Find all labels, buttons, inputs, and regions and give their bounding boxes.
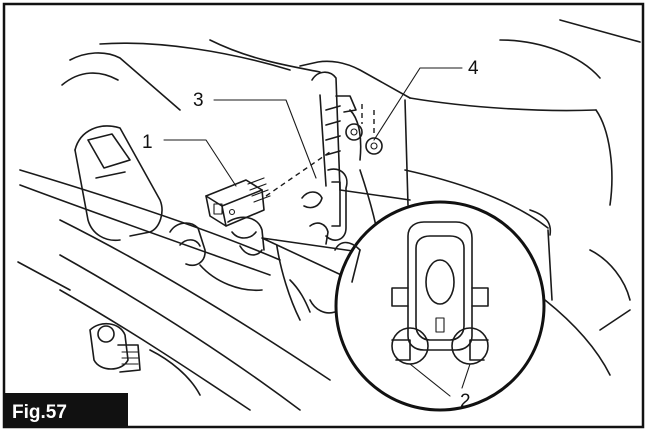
callout-2: 2 — [460, 391, 471, 412]
magnified-detail — [334, 200, 546, 412]
screw-holes — [345, 104, 383, 155]
center-mount — [169, 216, 336, 321]
left-panel — [74, 125, 163, 242]
vehicle-body-outline — [61, 19, 641, 376]
floor-rails — [17, 169, 331, 411]
assembly-path-line — [265, 151, 331, 197]
callout-1: 1 — [142, 132, 153, 153]
callout-3: 3 — [193, 90, 204, 111]
figure-label: Fig.57 — [12, 402, 67, 423]
figure-label-box — [4, 393, 128, 427]
bottom-bracket — [89, 322, 201, 396]
leader-lines — [163, 67, 471, 397]
figure-frame — [2, 2, 645, 429]
callout-4: 4 — [468, 58, 479, 79]
switch-component-icon — [205, 177, 271, 227]
